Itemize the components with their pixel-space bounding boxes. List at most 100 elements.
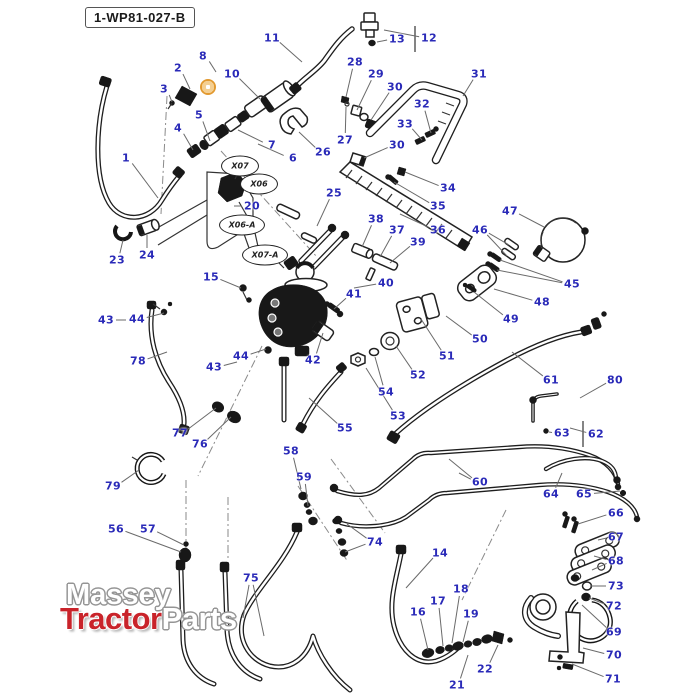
part-callout-19[interactable]: 19 <box>463 607 479 621</box>
part-callout-33[interactable]: 33 <box>397 117 413 131</box>
part-callout-40[interactable]: 40 <box>378 276 394 290</box>
fitting-chain-58-59 <box>298 491 349 557</box>
leader-line <box>424 110 432 134</box>
part-callout-5[interactable]: 5 <box>195 108 203 122</box>
part-callout-49[interactable]: 49 <box>503 312 519 326</box>
connector-tag-X07: X07 <box>221 155 259 177</box>
part-callout-43[interactable]: 43 <box>206 360 222 374</box>
part-callout-56[interactable]: 56 <box>108 522 124 536</box>
part-callout-22[interactable]: 22 <box>477 662 493 676</box>
part-callout-70[interactable]: 70 <box>606 648 622 662</box>
part-callout-74[interactable]: 74 <box>367 535 383 549</box>
part-callout-6[interactable]: 6 <box>289 151 297 165</box>
part-callout-57[interactable]: 57 <box>140 522 156 536</box>
part-callout-10[interactable]: 10 <box>224 67 240 81</box>
part-callout-72[interactable]: 72 <box>606 599 622 613</box>
part-callout-25[interactable]: 25 <box>326 186 342 200</box>
part-callout-53[interactable]: 53 <box>390 409 406 423</box>
part-callout-13[interactable]: 13 <box>389 32 405 46</box>
part-callout-18[interactable]: 18 <box>453 582 469 596</box>
part-callout-79[interactable]: 79 <box>105 479 121 493</box>
part-callout-78[interactable]: 78 <box>130 354 146 368</box>
part-callout-69[interactable]: 69 <box>606 625 622 639</box>
part-callout-41[interactable]: 41 <box>346 287 362 301</box>
part-callout-63[interactable]: 63 <box>554 426 570 440</box>
part-callout-35[interactable]: 35 <box>430 199 446 213</box>
leader-line <box>393 181 430 204</box>
part-callout-45[interactable]: 45 <box>564 277 580 291</box>
hose-78 <box>146 300 241 436</box>
part-callout-16[interactable]: 16 <box>410 605 426 619</box>
part-callout-67[interactable]: 67 <box>608 530 624 544</box>
leader-line <box>182 73 191 90</box>
handle-31 <box>365 81 468 165</box>
part-callout-43[interactable]: 43 <box>98 313 114 327</box>
part-callout-76[interactable]: 76 <box>192 437 208 451</box>
part-callout-59[interactable]: 59 <box>296 470 312 484</box>
part-callout-48[interactable]: 48 <box>534 295 550 309</box>
hose-14-and-fittings-16-19 <box>389 544 513 665</box>
part-callout-37[interactable]: 37 <box>389 223 405 237</box>
leader-line <box>121 469 140 483</box>
part-callout-38[interactable]: 38 <box>368 212 384 226</box>
part-callout-14[interactable]: 14 <box>432 546 448 560</box>
leader-line <box>146 312 165 318</box>
part-callout-52[interactable]: 52 <box>410 368 426 382</box>
part-callout-11[interactable]: 11 <box>264 31 280 45</box>
part-callout-39[interactable]: 39 <box>410 235 426 249</box>
part-callout-21[interactable]: 21 <box>449 678 465 692</box>
part-callout-42[interactable]: 42 <box>305 353 321 367</box>
part-callout-32[interactable]: 32 <box>414 97 430 111</box>
part-callout-50[interactable]: 50 <box>472 332 488 346</box>
part-callout-77[interactable]: 77 <box>172 426 188 440</box>
part-callout-75[interactable]: 75 <box>243 571 259 585</box>
part-callout-4[interactable]: 4 <box>174 121 182 135</box>
part-callout-28[interactable]: 28 <box>347 55 363 69</box>
part-callout-44[interactable]: 44 <box>129 312 145 326</box>
part-callout-44[interactable]: 44 <box>233 349 249 363</box>
part-callout-23[interactable]: 23 <box>109 253 125 267</box>
leader-line <box>579 382 607 399</box>
part-callout-54[interactable]: 54 <box>378 385 394 399</box>
part-callout-24[interactable]: 24 <box>139 248 155 262</box>
part-callout-26[interactable]: 26 <box>315 145 331 159</box>
part-callout-12[interactable]: 12 <box>421 31 437 45</box>
leader-line <box>304 483 309 507</box>
part-callout-2[interactable]: 2 <box>174 61 182 75</box>
part-callout-30[interactable]: 30 <box>389 138 405 152</box>
part-callout-31[interactable]: 31 <box>471 67 487 81</box>
part-callout-1[interactable]: 1 <box>122 151 130 165</box>
part-callout-46[interactable]: 46 <box>472 223 488 237</box>
leader-line <box>518 213 545 228</box>
part-callout-61[interactable]: 61 <box>543 373 559 387</box>
part-callout-8[interactable]: 8 <box>199 49 207 63</box>
part-callout-36[interactable]: 36 <box>430 223 446 237</box>
part-callout-60[interactable]: 60 <box>472 475 488 489</box>
hose-64-65 <box>543 456 627 497</box>
part-callout-15[interactable]: 15 <box>203 270 219 284</box>
part-callout-73[interactable]: 73 <box>608 579 624 593</box>
part-callout-29[interactable]: 29 <box>368 67 384 81</box>
part-callout-55[interactable]: 55 <box>337 421 353 435</box>
part-callout-65[interactable]: 65 <box>576 487 592 501</box>
part-callout-47[interactable]: 47 <box>502 204 518 218</box>
part-callout-51[interactable]: 51 <box>439 349 455 363</box>
hose-55 <box>264 346 347 434</box>
valve-assembly <box>258 223 350 357</box>
part-callout-7[interactable]: 7 <box>268 138 276 152</box>
part-callout-68[interactable]: 68 <box>608 554 624 568</box>
part-callout-30[interactable]: 30 <box>387 80 403 94</box>
part-callout-3[interactable]: 3 <box>160 82 168 96</box>
part-callout-20[interactable]: 20 <box>244 199 260 213</box>
part-callout-27[interactable]: 27 <box>337 133 353 147</box>
part-callout-58[interactable]: 58 <box>283 444 299 458</box>
part-callout-66[interactable]: 66 <box>608 506 624 520</box>
part-callout-62[interactable]: 62 <box>588 427 604 441</box>
part-callout-80[interactable]: 80 <box>607 373 623 387</box>
highlight-marker[interactable] <box>200 79 216 95</box>
part-callout-71[interactable]: 71 <box>605 672 621 686</box>
part-callout-34[interactable]: 34 <box>440 181 456 195</box>
part-callout-17[interactable]: 17 <box>430 594 446 608</box>
part-callout-64[interactable]: 64 <box>543 487 559 501</box>
